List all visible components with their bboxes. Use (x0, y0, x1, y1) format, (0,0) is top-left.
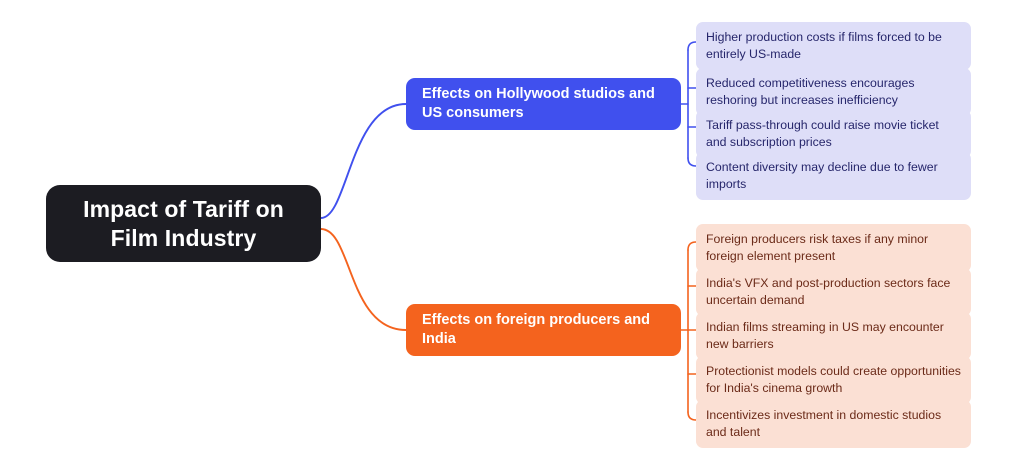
leaf-node[interactable]: Tariff pass-through could raise movie ti… (696, 110, 971, 159)
leaf-node-label: Indian films streaming in US may encount… (706, 320, 944, 351)
connector-hollywood-leaf-1 (687, 41, 697, 51)
leaf-node-label: Protectionist models could create opport… (706, 364, 961, 395)
root-node-label: Impact of Tariff on Film Industry (83, 195, 284, 251)
leaf-node[interactable]: Incentivizes investment in domestic stud… (696, 400, 971, 449)
leaf-node-label: India's VFX and post-production sectors … (706, 276, 951, 307)
branch-node-hollywood-label: Effects on Hollywood studios and US cons… (422, 85, 655, 121)
branch-node-hollywood[interactable]: Effects on Hollywood studios and US cons… (406, 78, 681, 130)
leaf-node-label: Tariff pass-through could raise movie ti… (706, 118, 939, 149)
branch-node-foreign-label: Effects on foreign producers and India (422, 311, 650, 347)
leaf-node[interactable]: Foreign producers risk taxes if any mino… (696, 224, 971, 273)
leaf-node[interactable]: Indian films streaming in US may encount… (696, 312, 971, 361)
leaf-node-label: Reduced competitiveness encourages resho… (706, 76, 915, 107)
connector-hollywood-leaf-4 (687, 157, 697, 167)
leaf-node[interactable]: Content diversity may decline due to few… (696, 152, 971, 201)
leaf-node[interactable]: Higher production costs if films forced … (696, 22, 971, 71)
connector-foreign-leaf-1 (687, 241, 697, 251)
leaf-node-label: Content diversity may decline due to few… (706, 160, 938, 191)
leaf-node-label: Foreign producers risk taxes if any mino… (706, 232, 929, 263)
connector-root-to-hollywood (320, 103, 407, 219)
connector-root-to-foreign (320, 228, 407, 331)
root-node[interactable]: Impact of Tariff on Film Industry (46, 185, 321, 262)
leaf-node[interactable]: Reduced competitiveness encourages resho… (696, 68, 971, 117)
leaf-node-label: Incentivizes investment in domestic stud… (706, 408, 942, 439)
branch-node-foreign[interactable]: Effects on foreign producers and India (406, 304, 681, 356)
leaf-node-label: Higher production costs if films forced … (706, 30, 942, 61)
leaf-node[interactable]: Protectionist models could create opport… (696, 356, 971, 405)
connector-foreign-leaf-5 (687, 411, 697, 421)
leaf-node[interactable]: India's VFX and post-production sectors … (696, 268, 971, 317)
